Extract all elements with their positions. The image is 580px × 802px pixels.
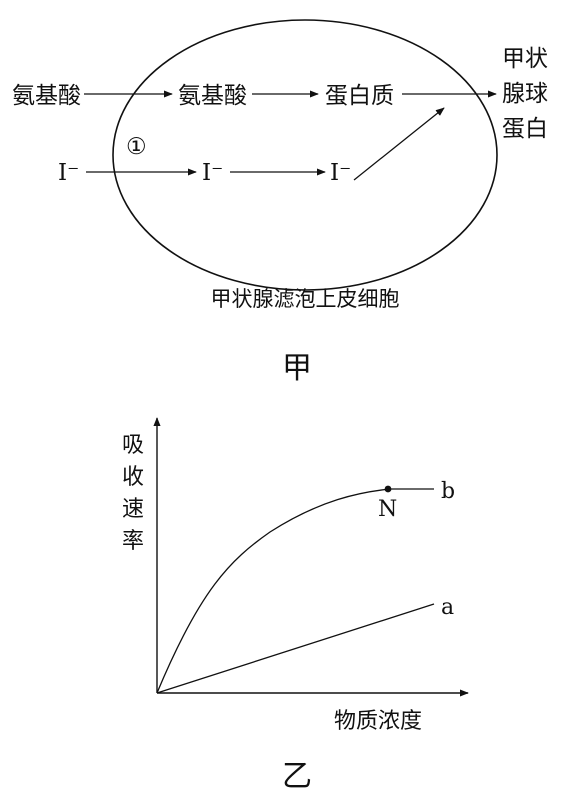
y-label-1: 吸 xyxy=(122,433,144,458)
y-label-3: 速 xyxy=(122,497,144,522)
label-b: b xyxy=(441,479,455,504)
x-label: 物质浓度 xyxy=(334,709,422,734)
product-label-2: 腺球 xyxy=(502,81,548,107)
caption-b: 乙 xyxy=(282,759,312,794)
protein-label: 蛋白质 xyxy=(325,83,394,109)
cell-label: 甲状腺滤泡上皮细胞 xyxy=(211,287,400,311)
label-a: a xyxy=(441,595,454,620)
product-label-1: 甲状 xyxy=(502,46,548,72)
product-label-3: 蛋白 xyxy=(502,116,548,142)
iodide-pool: I⁻ xyxy=(330,160,351,186)
iodide-inside: I⁻ xyxy=(202,160,223,186)
diagram-a: 氨基酸 氨基酸 蛋白质 甲状 腺球 蛋白 ① I⁻ I⁻ I⁻ 甲状腺滤泡上皮细… xyxy=(12,19,548,386)
diagram-b: 吸 收 速 率 物质浓度 a N b 乙 xyxy=(122,417,469,794)
y-label-2: 收 xyxy=(122,465,144,490)
point-n xyxy=(384,485,392,493)
iodide-outside: I⁻ xyxy=(58,160,79,186)
y-label-4: 率 xyxy=(122,529,144,554)
cell-ellipse xyxy=(112,19,498,291)
line-a xyxy=(156,603,435,694)
curve-b xyxy=(156,488,434,694)
point-n-label: N xyxy=(378,497,397,522)
amino-acid-inside: 氨基酸 xyxy=(178,83,247,109)
caption-a: 甲 xyxy=(282,351,312,386)
step-marker: ① xyxy=(126,134,147,160)
arrow-iodide-to-product xyxy=(353,107,445,181)
amino-acid-outside: 氨基酸 xyxy=(12,83,81,109)
